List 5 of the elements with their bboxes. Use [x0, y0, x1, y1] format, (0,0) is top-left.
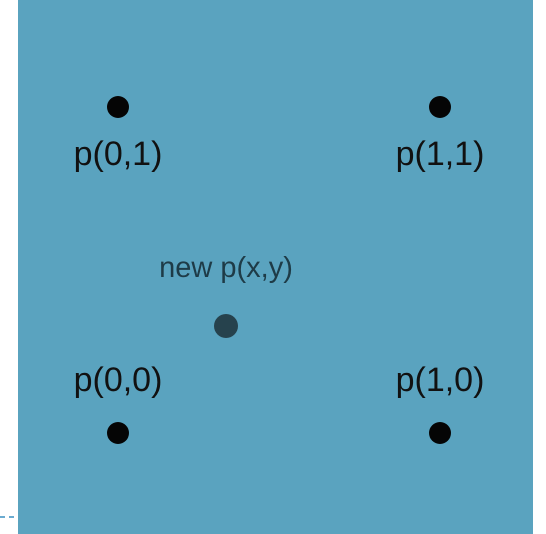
point-label: p(0,0)	[74, 363, 162, 397]
point-label: new p(x,y)	[159, 254, 293, 283]
point-label: p(0,1)	[74, 137, 162, 171]
point-label: p(1,1)	[396, 137, 484, 171]
point-label: p(1,0)	[396, 363, 484, 397]
